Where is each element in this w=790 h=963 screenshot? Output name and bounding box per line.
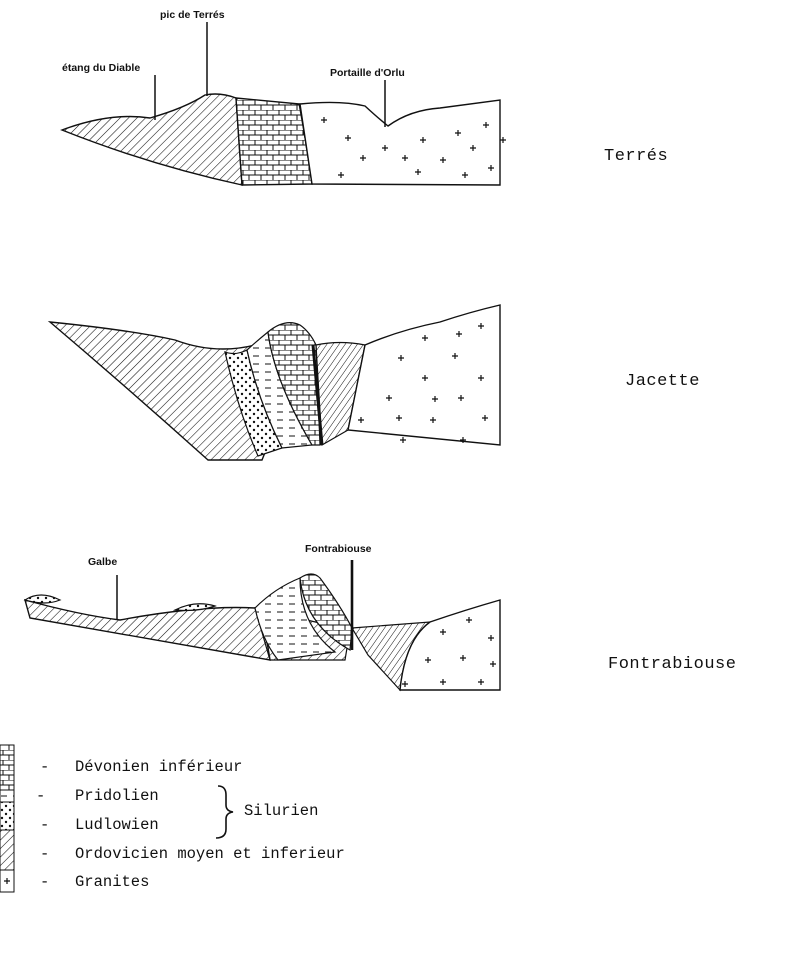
swatch-pridolian xyxy=(0,790,14,802)
section-fontrabiouse: Galbe Fontrabiouse xyxy=(25,543,500,690)
label-etang-du-diable: étang du Diable xyxy=(62,62,140,74)
label-pic-de-terres: pic de Terrés xyxy=(160,9,225,21)
swatch-ludlowian xyxy=(0,802,14,830)
ordovician-unit xyxy=(62,94,242,185)
section-jacette xyxy=(50,305,500,460)
legend-label-ordovician: Ordovicien moyen et inferieur xyxy=(75,845,345,863)
legend-dash-granites: - xyxy=(40,873,49,891)
legend-label-ludlowian: Ludlowien xyxy=(75,816,159,834)
silurien-brace xyxy=(216,786,233,838)
section-terres: étang du Diable pic de Terrés Portaille … xyxy=(62,9,506,185)
section-name-terres: Terrés xyxy=(604,147,668,166)
label-fontrabiouse: Fontrabiouse xyxy=(305,543,372,555)
legend-dash-ludlowian: - xyxy=(40,816,49,834)
ordovician-west-unit xyxy=(25,600,270,660)
granite-unit xyxy=(348,305,500,445)
legend-swatch-column xyxy=(0,745,14,892)
legend-label-granites: Granites xyxy=(75,873,149,891)
granite-unit xyxy=(400,600,500,690)
label-galbe: Galbe xyxy=(88,556,117,568)
legend-dash-ordovician: - xyxy=(40,845,49,863)
legend-dash-devonian: - xyxy=(40,758,49,776)
section-name-fontrabiouse: Fontrabiouse xyxy=(608,655,736,674)
ludlowian-cap-west xyxy=(25,595,60,603)
swatch-ordovician xyxy=(0,830,14,870)
legend-label-pridolian: Pridolien xyxy=(75,787,159,805)
legend-dash-pridolian: - xyxy=(36,787,45,805)
label-portaille-dorlu: Portaille d'Orlu xyxy=(330,67,405,79)
granite-unit xyxy=(300,100,500,185)
legend-label-silurien: Silurien xyxy=(244,802,318,820)
legend-label-devonian: Dévonien inférieur xyxy=(75,758,242,776)
section-name-jacette: Jacette xyxy=(625,372,700,391)
swatch-devonian xyxy=(0,745,14,790)
